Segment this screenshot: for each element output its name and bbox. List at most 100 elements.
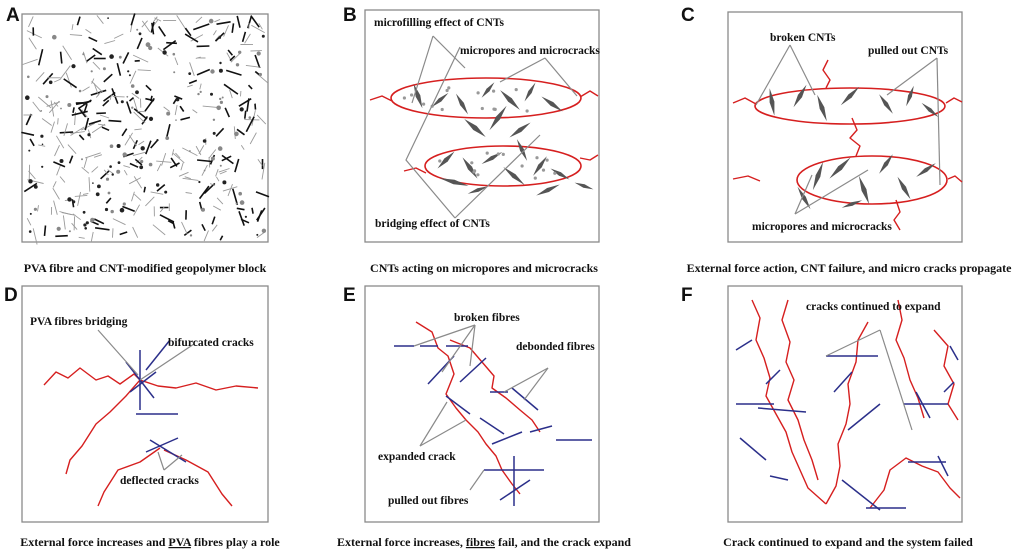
pore-dot xyxy=(48,80,53,85)
fibre-mark xyxy=(223,83,239,95)
fibre-mark xyxy=(109,94,112,101)
annotation-pulled-out-cnts: pulled out CNTs xyxy=(868,45,949,57)
pva-fibre xyxy=(765,369,781,385)
cnt-spindle xyxy=(793,84,807,108)
pore-dot xyxy=(175,97,180,102)
fibre-mark xyxy=(52,181,57,188)
fibre-mark xyxy=(83,157,88,169)
fibre-mark xyxy=(180,116,191,121)
pore-dot xyxy=(28,230,32,233)
fibre-mark xyxy=(124,132,133,146)
pva-fibres-f xyxy=(735,339,959,511)
fibre-mark xyxy=(23,182,38,193)
fibre-mark xyxy=(59,51,63,64)
panel-f: F cracks continued to xyxy=(681,285,973,549)
fibre-mark xyxy=(22,58,38,65)
fibre-mark xyxy=(93,82,100,96)
caption-d: External force increases and PVA fibres … xyxy=(20,535,280,549)
pore-dot xyxy=(29,212,32,215)
pore-dot xyxy=(164,190,168,194)
annotation-pulled-out-fibres: pulled out fibres xyxy=(388,495,469,507)
fibre-mark xyxy=(67,144,77,155)
panel-label-c: C xyxy=(681,5,695,26)
fibre-mark xyxy=(65,72,72,88)
fibre-mark xyxy=(208,149,217,159)
cnt-spindle xyxy=(481,82,495,98)
fibre-mark xyxy=(56,135,65,149)
fibre-mark xyxy=(37,205,39,212)
fibre-mark xyxy=(134,128,142,131)
fibre-mark xyxy=(244,33,251,44)
fibre-mark xyxy=(256,210,263,222)
pore-dot xyxy=(40,110,43,112)
fibre-mark xyxy=(134,158,143,166)
leader-micro-c-1 xyxy=(794,174,813,215)
micropore-ellipse-c-top xyxy=(754,87,946,125)
fibre-mark xyxy=(159,214,175,223)
leader-bridging-1 xyxy=(405,46,461,219)
leader-pva-bridging xyxy=(97,329,139,376)
panel-label-b: B xyxy=(343,5,357,26)
fibre-mark xyxy=(163,106,170,112)
fibre-mark xyxy=(170,157,178,167)
debonded-fibre xyxy=(529,425,553,433)
fibre-mark xyxy=(96,15,104,24)
fibre-mark xyxy=(107,169,114,175)
pore-dot xyxy=(218,68,223,73)
cnt-spindle xyxy=(812,161,824,191)
fibre-mark xyxy=(241,31,247,43)
fibre-mark xyxy=(26,30,42,39)
fibre-mark xyxy=(29,138,35,147)
microcrack-c-4 xyxy=(947,175,963,183)
fibre-mark xyxy=(123,169,128,176)
crack-e-expanded-2 xyxy=(449,339,541,433)
fibre-mark xyxy=(222,186,238,192)
pore-dot xyxy=(122,202,126,206)
crack-d-deflected-1 xyxy=(97,447,161,507)
crack-c-mid xyxy=(849,117,861,157)
pore-dot xyxy=(68,230,71,233)
fibre-mark xyxy=(76,16,81,26)
pva-fibres-e xyxy=(394,345,592,506)
fibre-mark xyxy=(236,128,245,136)
fibre-mark xyxy=(81,109,88,118)
fibre-mark xyxy=(59,211,72,216)
pva-fibre xyxy=(847,403,881,431)
fibre-mark xyxy=(59,176,66,183)
leader-pulled-2 xyxy=(936,57,941,186)
fibre-mark xyxy=(71,24,74,30)
fibre-mark xyxy=(72,107,75,113)
panel-f-frame xyxy=(727,285,963,523)
fibre-mark xyxy=(208,157,211,168)
fibre-mark xyxy=(82,86,90,92)
leader-expanded-2 xyxy=(419,419,467,447)
caption-c: External force action, CNT failure, and … xyxy=(687,261,1013,275)
fibre-mark xyxy=(41,118,52,126)
fibre-mark xyxy=(166,124,171,138)
pore-dot xyxy=(84,227,87,230)
fibre-mark xyxy=(195,16,203,24)
fibre-mark xyxy=(93,218,105,225)
fibre-mark xyxy=(216,21,231,25)
fibre-mark xyxy=(131,191,135,202)
caption-b: CNTs acting on micropores and microcrack… xyxy=(370,261,598,275)
pore-dot xyxy=(90,217,95,223)
fibre-mark xyxy=(195,145,202,156)
fibre-mark xyxy=(250,15,260,28)
panel-label-a: A xyxy=(6,5,20,26)
fibre-mark xyxy=(126,101,132,114)
pore-dot xyxy=(165,136,170,141)
cnt-spindle xyxy=(437,151,455,169)
fibre-mark xyxy=(153,16,158,23)
fibre-mark xyxy=(78,236,85,239)
fibre-mark xyxy=(224,107,231,118)
pore-dot xyxy=(81,158,83,161)
fibre-mark xyxy=(185,192,192,194)
pore-dot xyxy=(52,34,57,40)
pore-dot xyxy=(83,101,86,104)
pore-dot xyxy=(476,91,480,95)
pore-dot xyxy=(525,109,529,113)
fibre-mark xyxy=(188,79,198,85)
pore-dot xyxy=(97,184,101,189)
fibre-mark xyxy=(184,176,191,180)
